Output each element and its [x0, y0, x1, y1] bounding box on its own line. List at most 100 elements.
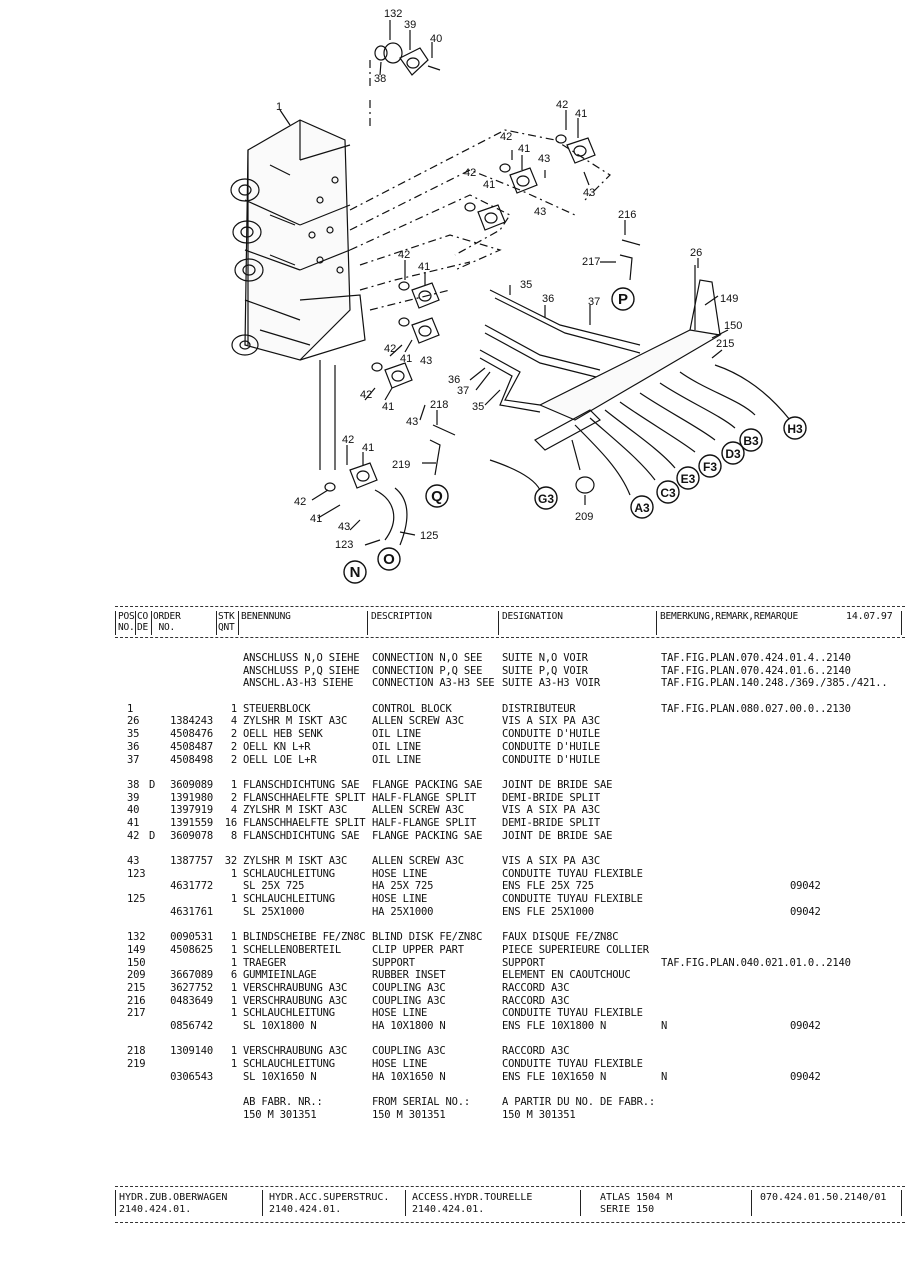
svg-text:42: 42 [464, 167, 476, 179]
footer-group-en-no: 2140.424.01. [269, 1204, 342, 1215]
cell-benennung: SCHLAUCHLEITUNG [243, 1007, 335, 1020]
cell-benennung: SCHLAUCHLEITUNG [243, 1058, 335, 1070]
svg-text:150: 150 [724, 320, 742, 332]
cell-qty: 4 [230, 804, 237, 817]
cell-description: COUPLING A3C [372, 981, 446, 994]
svg-text:123: 123 [335, 539, 353, 551]
cell-description: HA 25X1000 [372, 905, 434, 918]
cell-benennung: GUMMIEINLAGE [243, 969, 317, 982]
cell-designation: PIECE SUPERIEURE COLLIER [502, 943, 649, 956]
svg-text:1: 1 [276, 101, 282, 113]
cell-pos: 123 [127, 867, 146, 880]
svg-text:H3: H3 [787, 422, 803, 436]
svg-text:35: 35 [472, 401, 484, 413]
cell-qty: 1 [230, 702, 237, 715]
cell-benennung: SL 25X 725 [243, 880, 305, 893]
cell-designation: JOINT DE BRIDE SAE [502, 778, 613, 791]
header-designation: DESIGNATION [502, 611, 563, 622]
cell-qty: 2 [230, 791, 237, 804]
cell-benennung: ZYLSHR M ISKT A3C [243, 855, 348, 867]
cell-benennung: SL 25X1000 [243, 905, 305, 918]
svg-text:38: 38 [374, 73, 386, 85]
svg-text:G3: G3 [538, 492, 554, 506]
cell-designation: JOINT DE BRIDE SAE [502, 829, 613, 842]
header-pos: POS NO. [118, 611, 135, 633]
cell-designation: VIS A SIX PA A3C [502, 855, 600, 867]
cell-order-no: 4631772 [170, 880, 213, 893]
svg-text:41: 41 [382, 401, 394, 413]
serial-label-en: FROM SERIAL NO.: [372, 1096, 470, 1109]
table-row: 4631772 SL 25X 725 HA 25X 725 ENS FLE 25X 7… [115, 880, 905, 893]
svg-text:A3: A3 [634, 501, 650, 515]
cell-qty: 8 [230, 829, 237, 842]
cell-pos: 39 [127, 791, 140, 804]
footer-group-fr: ACCESS.HYDR.TOURELLE [412, 1192, 533, 1203]
cell-pos: 132 [127, 931, 146, 944]
cell-qty: 2 [230, 753, 237, 766]
cell-description: CLIP UPPER PART [372, 943, 464, 956]
svg-text:43: 43 [406, 416, 418, 428]
cell-description: HA 10X1800 N [372, 1019, 446, 1032]
cell-benennung: VERSCHRAUBUNG A3C [243, 1045, 348, 1058]
header-qty: STK QNT [218, 611, 235, 633]
cell-remark-code: 09042 [790, 1019, 821, 1032]
svg-text:215: 215 [716, 338, 734, 350]
svg-text:43: 43 [420, 355, 432, 367]
cell-benennung: OELL HEB SENK [243, 728, 323, 741]
cell-designation: ENS FLE 25X 725 [502, 880, 594, 893]
svg-text:B3: B3 [743, 434, 759, 448]
cell-qty: 32 [224, 855, 237, 867]
cell-designation: CONDUITE D'HUILE [502, 728, 600, 741]
cell-benennung: SCHLAUCHLEITUNG [243, 867, 335, 880]
svg-text:E3: E3 [681, 472, 696, 486]
svg-text:217: 217 [582, 256, 600, 268]
svg-text:125: 125 [420, 530, 438, 542]
ref-description: CONNECTION P,Q SEE [372, 664, 483, 677]
cell-order-no: 3627752 [170, 981, 213, 994]
parts-list-header: POS NO. CO DE ORDER NO. STK QNT BENENNUN… [115, 607, 905, 637]
cell-pos: 216 [127, 994, 146, 1007]
cell-order-no: 3609078 [170, 829, 213, 842]
cell-designation: DISTRIBUTEUR [502, 702, 576, 715]
svg-text:42: 42 [294, 496, 306, 508]
cell-designation: SUPPORT [502, 956, 545, 969]
svg-text:42: 42 [500, 131, 512, 143]
parts-list: POS NO. CO DE ORDER NO. STK QNT BENENNUN… [115, 606, 905, 1121]
svg-text:N: N [350, 564, 361, 581]
cell-designation: VIS A SIX PA A3C [502, 804, 600, 817]
cell-qty: 1 [230, 778, 237, 791]
cell-designation: CONDUITE TUYAU FLEXIBLE [502, 893, 643, 906]
svg-text:35: 35 [520, 279, 532, 291]
cell-designation: FAUX DISQUE FE/ZN8C [502, 931, 619, 944]
ref-benennung: ANSCHLUSS P,Q SIEHE [243, 664, 360, 677]
cell-order-no: 4631761 [170, 905, 213, 918]
svg-text:42: 42 [342, 434, 354, 446]
header-order: ORDER NO. [153, 611, 181, 633]
cell-description: ALLEN SCREW A3C [372, 855, 464, 867]
cell-qty: 1 [230, 981, 237, 994]
ref-remark: TAF.FIG.PLAN.140.248./369./385./421.. [661, 677, 888, 690]
cell-order-no: 1391559 [170, 816, 213, 829]
divider [115, 637, 905, 638]
header-remark: BEMERKUNG,REMARK,REMARQUE [660, 611, 798, 622]
cell-designation: DEMI-BRIDE SPLIT [502, 816, 600, 829]
cell-order-no: 1384243 [170, 715, 213, 728]
header-description: DESCRIPTION [371, 611, 432, 622]
cell-description: OIL LINE [372, 753, 421, 766]
cell-benennung: FLANSCHDICHTUNG SAE [243, 778, 360, 791]
cell-description: HA 25X 725 [372, 880, 434, 893]
cell-qty: 1 [230, 931, 237, 944]
svg-text:42: 42 [398, 249, 410, 261]
cell-pos: 217 [127, 1007, 146, 1020]
